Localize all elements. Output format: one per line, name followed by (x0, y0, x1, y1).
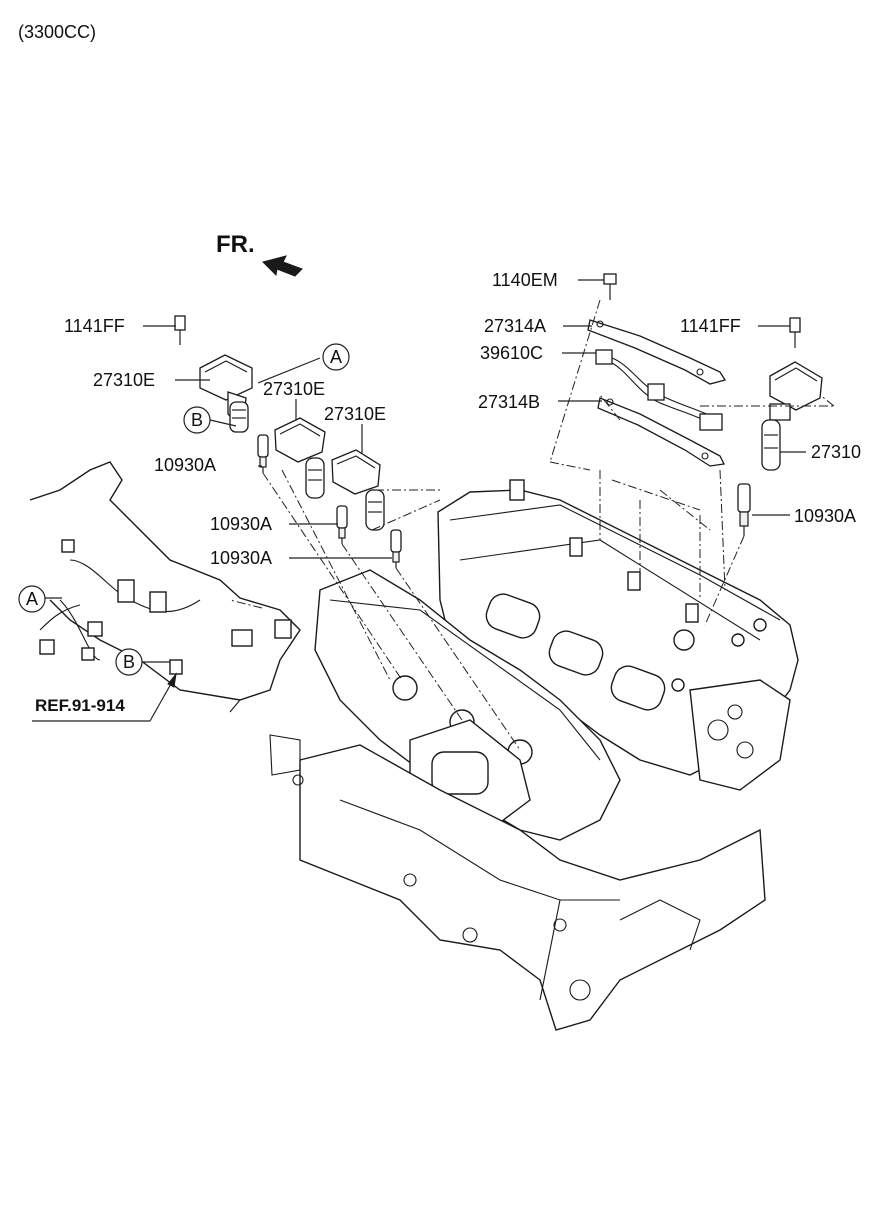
callout-b-left-letter: B (191, 410, 203, 430)
label-coil-right: 27310 (811, 442, 861, 462)
front-direction-label: FR. (216, 231, 255, 258)
callout-a-top-letter: A (330, 347, 342, 367)
label-plug-1: 10930A (154, 455, 216, 475)
assembly-guide-lines (229, 299, 835, 751)
label-coil-3: 27310E (324, 404, 386, 424)
front-direction-arrow-icon (262, 255, 303, 277)
reference-arrow-icon (167, 672, 177, 688)
label-bolt-1141ff-left: 1141FF (64, 316, 125, 336)
spark-plug-right (737, 483, 751, 536)
engine-block (269, 479, 799, 1031)
callout-b-left: B (183, 406, 211, 434)
bolt-1140em (603, 273, 617, 300)
ignition-coil-2 (274, 417, 326, 499)
wiring-harness (29, 461, 301, 713)
reference-label[interactable]: REF.91-914 (35, 696, 125, 715)
label-bolt-1141ff-right: 1141FF (680, 316, 741, 336)
front-direction-indicator: FR. (216, 231, 303, 277)
ignition-coil-1 (199, 354, 253, 433)
label-bracket-27314b: 27314B (478, 392, 540, 412)
ignition-coil-right (761, 361, 823, 471)
label-sensor-39610c: 39610C (480, 343, 543, 363)
label-plug-2: 10930A (210, 514, 272, 534)
reference-link[interactable]: REF.91-914 (32, 672, 177, 722)
engine-variant-label: (3300CC) (18, 22, 96, 42)
label-bolt-1140em: 1140EM (492, 270, 558, 290)
bolt-1141ff-right (789, 317, 801, 348)
crank-sensor-39610c (595, 349, 723, 431)
callout-a-harness-letter: A (26, 589, 38, 609)
bracket-27314a (587, 319, 727, 385)
leader-lines (44, 279, 806, 663)
ignition-coil-3 (331, 449, 385, 531)
callout-a-top: A (322, 343, 350, 371)
spark-plug-3 (390, 529, 402, 568)
label-plug-right: 10930A (794, 506, 856, 526)
callout-a-harness: A (18, 585, 46, 613)
callout-b-harness-letter: B (123, 652, 135, 672)
spark-plug-1 (257, 434, 269, 473)
label-coil-1: 27310E (93, 370, 155, 390)
label-coil-2: 27310E (263, 379, 325, 399)
spark-plug-2 (336, 505, 348, 544)
callout-b-harness: B (115, 648, 143, 676)
bracket-27314b (597, 397, 725, 467)
label-plug-3: 10930A (210, 548, 272, 568)
label-bracket-27314a: 27314A (484, 316, 546, 336)
bolt-1141ff-left (174, 315, 186, 345)
